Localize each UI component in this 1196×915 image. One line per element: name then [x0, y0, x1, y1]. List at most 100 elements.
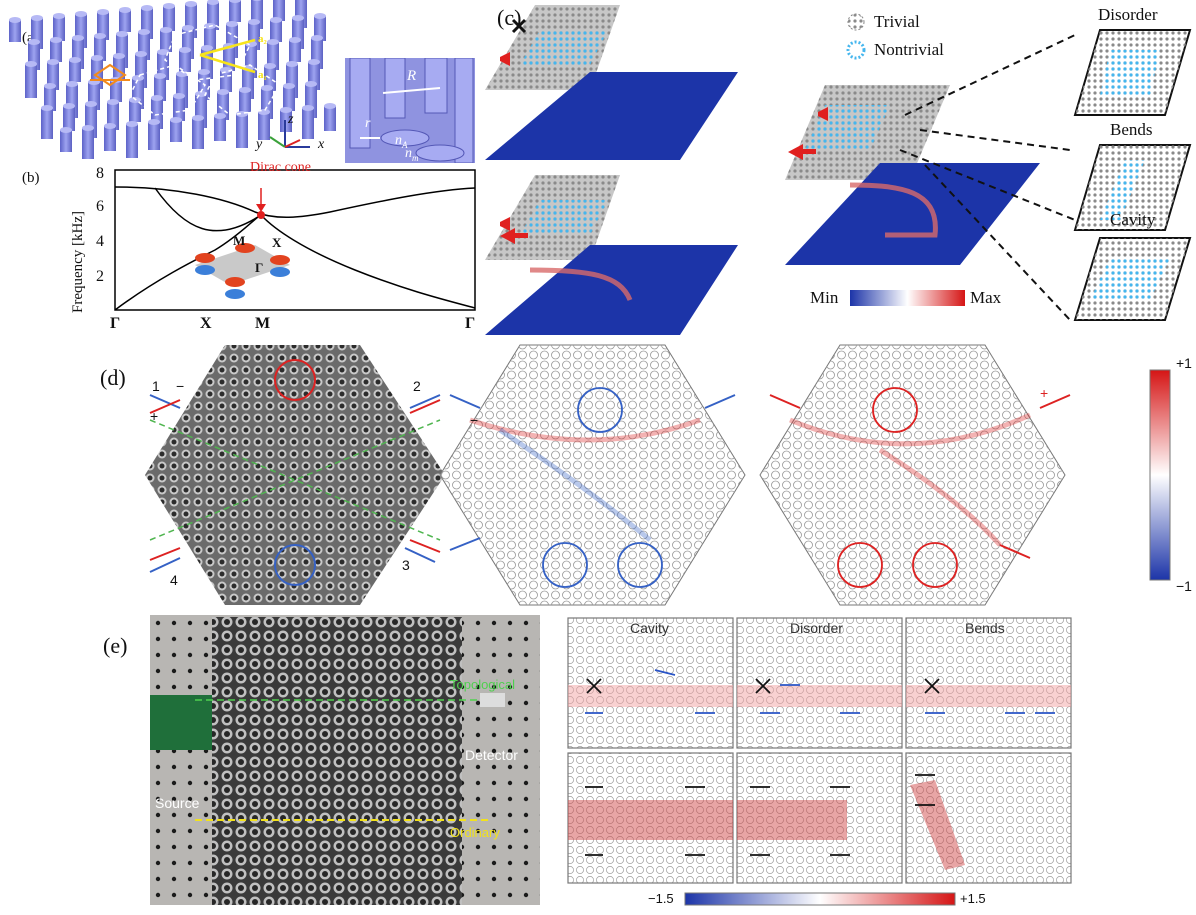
cylinder	[126, 124, 138, 158]
cylinder	[113, 56, 125, 81]
cylinder-top	[31, 15, 43, 21]
cylinder-top	[113, 53, 125, 59]
cylinder-top	[170, 117, 182, 123]
cylinder-top	[185, 1, 197, 7]
cylinder-top	[50, 37, 62, 43]
cylinder	[283, 86, 295, 111]
cylinder-top	[141, 5, 153, 11]
cylinder-top	[126, 121, 138, 127]
experiment-photo: Topological Detector Source Ordinary	[150, 615, 540, 905]
cylinder-top	[182, 25, 194, 31]
cylinder-top	[91, 55, 103, 61]
cylinder	[160, 30, 172, 52]
inset-R: R	[407, 68, 417, 84]
cylinder-top	[207, 0, 219, 5]
mid-minus: −	[470, 412, 479, 428]
ytick: 8	[96, 165, 104, 182]
cylinder-top	[176, 71, 188, 77]
cylinder	[9, 20, 21, 42]
axis-y: y	[256, 137, 263, 152]
cylinder	[63, 106, 75, 131]
cylinder-top	[324, 103, 336, 109]
port-1-minus: −	[176, 378, 185, 394]
cylinder	[170, 120, 182, 142]
xtick: X	[200, 315, 212, 332]
dirac-cone-annotation: Dirac cone	[250, 160, 312, 175]
cylinder-top	[138, 29, 150, 35]
colorbar-max: Max	[970, 288, 1002, 307]
cylinder	[204, 26, 216, 51]
cylinder-top	[226, 21, 238, 27]
colorbar-min: Min	[810, 288, 839, 307]
cylinder	[289, 40, 301, 62]
inset-nm: nm	[405, 146, 419, 163]
cylinder	[44, 86, 56, 111]
label-detector: Detector	[465, 747, 518, 763]
cylinder-top	[314, 13, 326, 19]
cylinder-top	[154, 73, 166, 79]
vector-a2: a₂	[258, 33, 268, 45]
ytick: 4	[96, 233, 104, 250]
label-ordinary: Ordinary	[450, 825, 500, 840]
cylinder-top	[283, 83, 295, 89]
cylinder	[154, 76, 166, 101]
cylinder	[148, 122, 160, 150]
cylinder-top	[135, 51, 147, 57]
cylinder-top	[60, 127, 72, 133]
legend-trivial: Trivial	[874, 12, 920, 31]
cylinder-top	[252, 0, 262, 1]
cylinder-top	[25, 61, 37, 67]
cylinder-top	[280, 107, 292, 113]
label-source: Source	[155, 795, 200, 811]
cylinder-top	[69, 57, 81, 63]
axis-x: x	[318, 137, 325, 152]
cylinder-top	[94, 33, 106, 39]
cylinder-lattice-illustration: a₂ a₁	[9, 0, 336, 159]
cylinder-top	[132, 75, 144, 81]
cylinder-top	[129, 97, 141, 103]
cylinder-top	[97, 9, 109, 15]
axis-z: z	[288, 112, 294, 127]
cylinder-top	[66, 81, 78, 87]
cylinder-top	[157, 49, 169, 55]
cylinder-top	[173, 93, 185, 99]
panel-d-label: (d)	[100, 365, 126, 390]
cylinder	[69, 60, 81, 82]
cylinder	[258, 112, 270, 140]
cylinder	[129, 100, 141, 122]
cylinder-top	[179, 47, 191, 53]
cylinder	[270, 20, 282, 42]
cylinder-top	[75, 11, 87, 17]
cylinder-top	[289, 37, 301, 43]
cylinder-top	[53, 13, 65, 19]
ytick: 6	[96, 198, 104, 215]
panel-b: (b) Frequency [kHz] Dirac cone M X Γ 8 6…	[0, 160, 480, 345]
inset-nA: nA	[395, 133, 408, 150]
cylinder	[163, 6, 175, 31]
cylinder	[53, 16, 65, 41]
port-2: 2	[413, 378, 421, 394]
cylinder-top	[302, 105, 314, 111]
panel-e: Topological Detector Source Ordinary (e)	[0, 610, 1196, 912]
cylinder-top	[47, 59, 59, 65]
cylinder-top	[63, 103, 75, 109]
bz-X: X	[272, 235, 282, 250]
bz-M: M	[233, 233, 246, 248]
inset-label-cavity: Cavity	[1110, 210, 1156, 229]
cylinder	[229, 0, 241, 22]
colorbar-top: +1	[1176, 355, 1192, 371]
cylinder-top	[261, 85, 273, 91]
cylinder-top	[270, 17, 282, 23]
cylinder-top	[239, 87, 251, 93]
port-3: 3	[402, 557, 410, 573]
panel-c: (c)	[480, 0, 1196, 340]
cylinder	[273, 0, 285, 21]
cylinder	[314, 16, 326, 41]
propagation-slabs	[485, 5, 1192, 335]
cylinder-top	[267, 39, 279, 45]
d-colorbar	[1149, 369, 1171, 581]
cylinder-top	[198, 69, 210, 75]
xtick: Γ	[110, 315, 121, 332]
cylinder-top	[72, 35, 84, 41]
cylinder	[179, 50, 191, 72]
